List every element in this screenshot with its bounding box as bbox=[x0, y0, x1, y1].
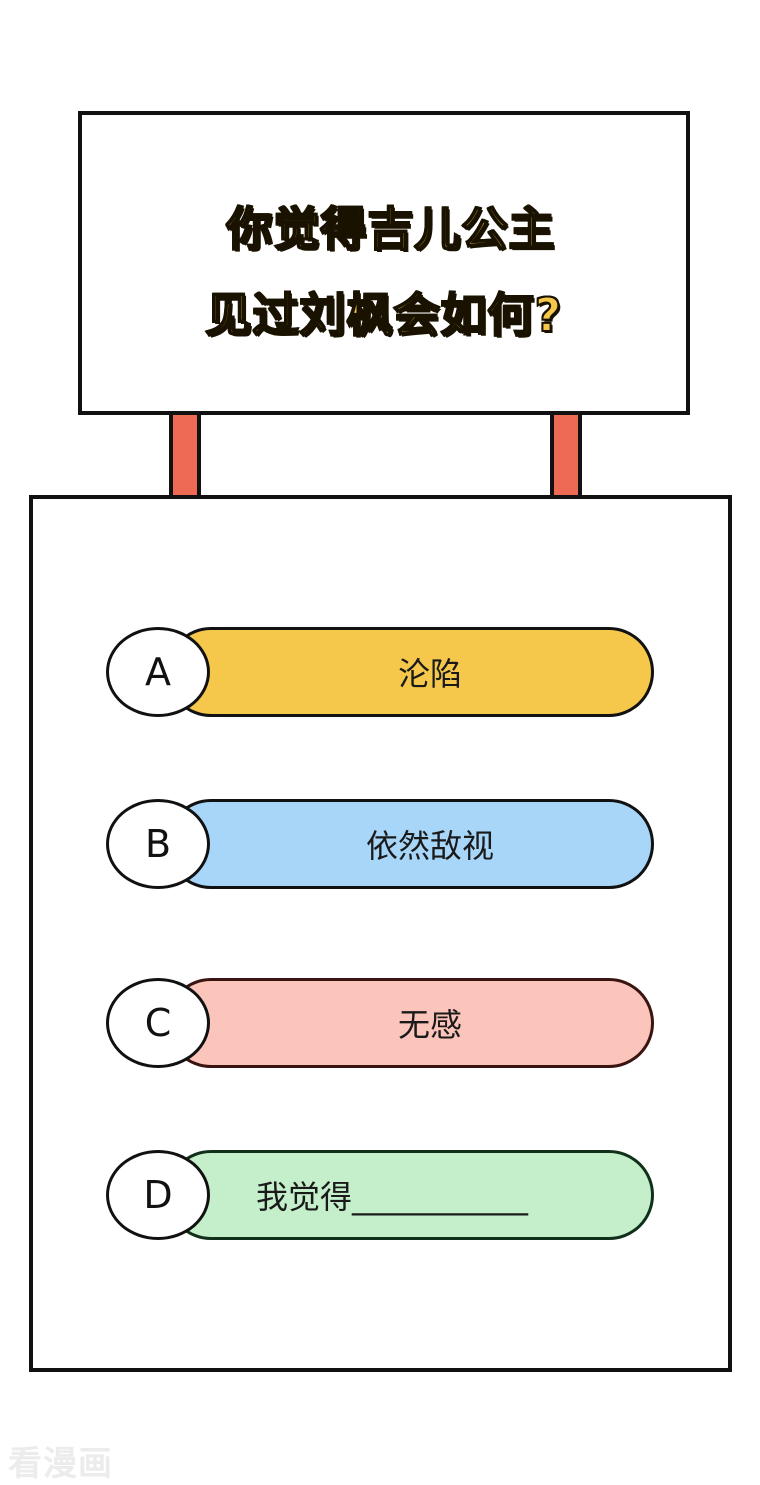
option-b-letter[interactable]: B bbox=[106, 799, 210, 889]
option-b[interactable]: B 依然敌视 bbox=[106, 799, 654, 889]
option-d[interactable]: D 我觉得___________ bbox=[106, 1150, 654, 1240]
option-b-text[interactable]: 依然敌视 bbox=[365, 827, 494, 865]
sign-post-right bbox=[550, 415, 582, 501]
option-a-text[interactable]: 沦陷 bbox=[397, 655, 462, 693]
option-a-letter[interactable]: A bbox=[106, 627, 210, 717]
option-a[interactable]: A 沦陷 bbox=[106, 627, 654, 717]
option-d-text[interactable]: 我觉得___________ bbox=[256, 1178, 529, 1216]
option-d-letter[interactable]: D bbox=[106, 1150, 210, 1240]
option-d-bar[interactable] bbox=[166, 1150, 654, 1240]
question-line-1: 你觉得吉儿公主 bbox=[226, 201, 556, 257]
option-c[interactable]: C 无感 bbox=[106, 978, 654, 1068]
question-line-2: 见过刘枫会如何? bbox=[205, 287, 563, 343]
watermark-logo: 看漫画 bbox=[8, 1444, 113, 1484]
option-c-bar[interactable] bbox=[166, 978, 654, 1068]
option-c-letter[interactable]: C bbox=[106, 978, 210, 1068]
option-b-bar[interactable] bbox=[166, 799, 654, 889]
sign-post-left bbox=[169, 415, 201, 501]
option-c-text[interactable]: 无感 bbox=[397, 1006, 462, 1044]
option-a-bar[interactable] bbox=[166, 627, 654, 717]
question-sign: 你觉得吉儿公主 见过刘枫会如何? bbox=[78, 111, 690, 415]
